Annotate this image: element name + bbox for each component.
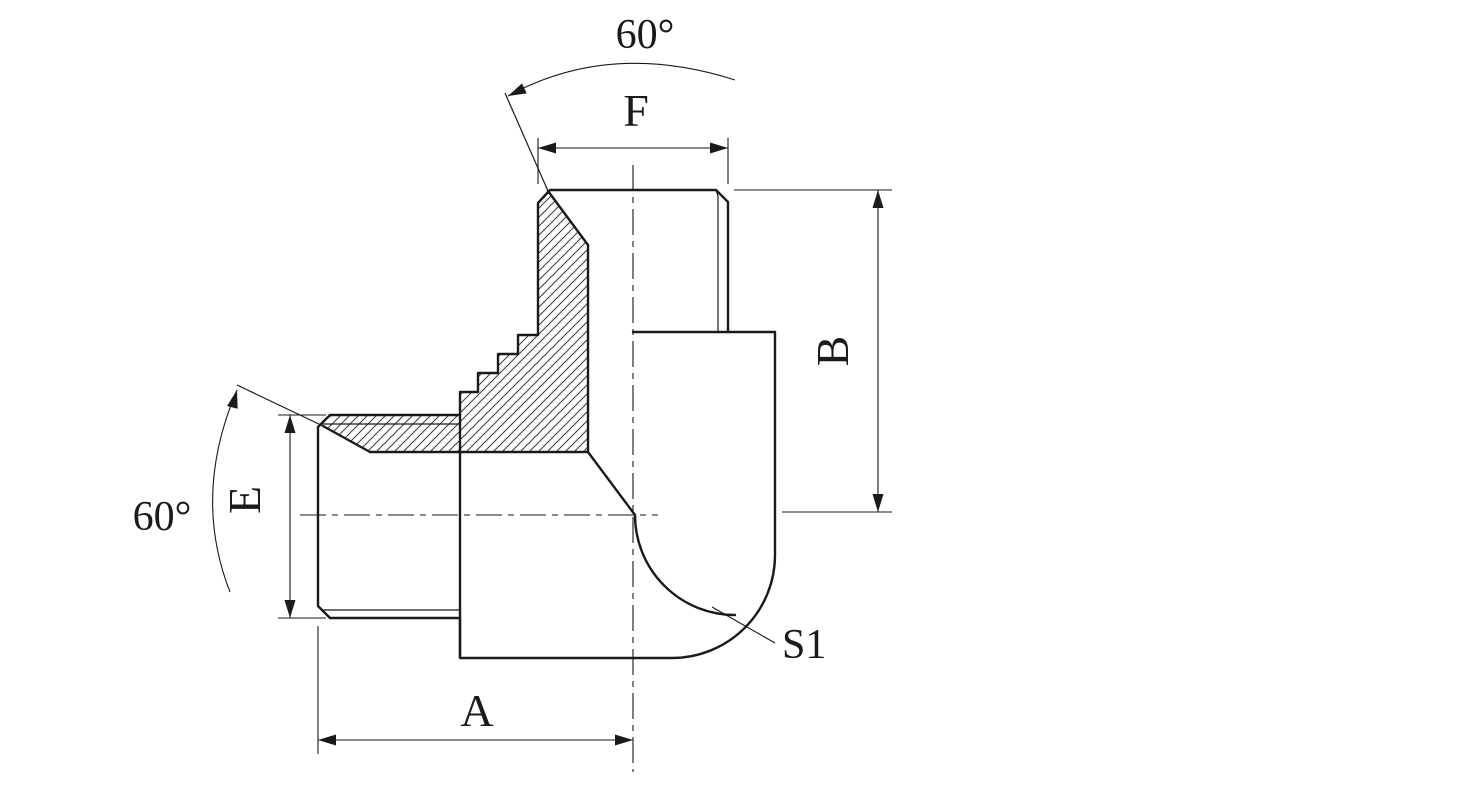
section-hatch-upper-body <box>460 192 588 452</box>
centerlines <box>300 165 658 772</box>
dim-f <box>537 138 729 184</box>
dim-e <box>278 414 326 619</box>
sectioned-thread-steps <box>458 333 540 417</box>
left-cone-seat-edge <box>321 424 372 454</box>
top-thread-minor-line <box>715 189 719 332</box>
angle-top-label: 60° <box>616 12 675 58</box>
dim-b-arrow-bottom <box>872 494 884 512</box>
dim-a-arrow-right <box>615 734 633 746</box>
angle-arc-top-arrow <box>508 83 527 96</box>
dimensions <box>212 62 892 754</box>
top-cone-seat-edge <box>546 189 590 247</box>
top-cone-extension-line <box>504 92 549 192</box>
angle-arc-top <box>507 62 736 97</box>
dim-b-label: B <box>807 336 858 367</box>
part-outline <box>316 188 777 660</box>
dimension-arrows <box>227 83 884 746</box>
angle-left-label: 60° <box>133 494 192 540</box>
dim-f-arrow-right <box>710 142 728 154</box>
dim-e-label: E <box>219 486 270 514</box>
dim-a <box>317 626 633 754</box>
dim-b-extension-lines <box>734 189 892 513</box>
inner-elbow-curve <box>586 450 737 617</box>
dim-a-arrow-left <box>318 734 336 746</box>
dim-e-arrow-top <box>284 415 296 433</box>
left-cone-extension-line <box>236 384 324 427</box>
dim-b-arrow-top <box>872 190 884 208</box>
angle-arc-left-arrow <box>227 390 238 409</box>
dim-e-arrow-bottom <box>284 600 296 618</box>
dim-f-label: F <box>623 85 649 136</box>
dim-e-extension-lines <box>278 414 326 619</box>
left-thread-minor-bottom-line <box>317 605 460 611</box>
thin-feature-lines <box>236 92 719 611</box>
dim-f-arrow-left <box>538 142 556 154</box>
labels: 60° 60° F B E A S1 <box>133 12 858 736</box>
s1-label: S1 <box>782 622 826 668</box>
dim-b <box>734 189 892 513</box>
left-thread-minor-top-line <box>317 423 460 428</box>
s1-leader-line <box>711 606 776 644</box>
dim-a-label: A <box>460 685 493 736</box>
dim-f-extension-lines <box>537 138 729 184</box>
angle-arc-left <box>212 389 238 593</box>
